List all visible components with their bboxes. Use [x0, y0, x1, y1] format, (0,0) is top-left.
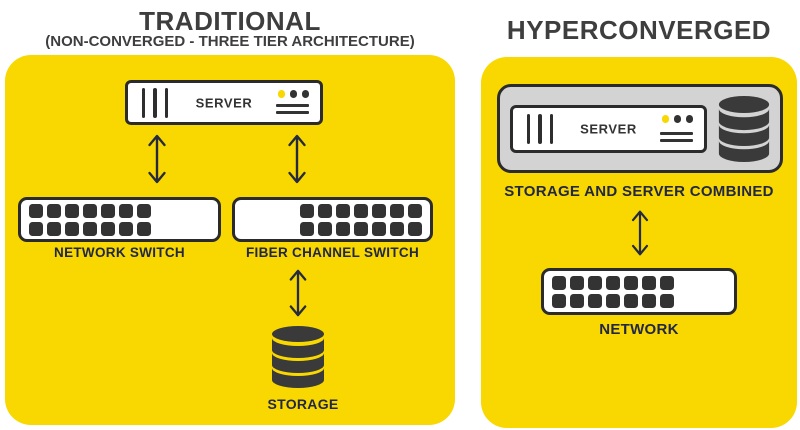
combined-appliance-box: SERVER: [497, 84, 783, 173]
double-arrow-icon: [286, 132, 308, 186]
network-switch-box: [541, 268, 737, 315]
server-drive-bars-icon: [660, 131, 693, 142]
double-arrow-icon: [287, 267, 309, 319]
server-vent-lines-icon: [527, 114, 554, 144]
server-chassis: SERVER: [510, 105, 707, 153]
server-chassis: SERVER: [125, 80, 323, 125]
storage-label: STORAGE: [267, 396, 339, 412]
fiber-channel-switch-label: FIBER CHANNEL SWITCH: [246, 245, 419, 260]
hyperconverged-title: HYPERCONVERGED: [506, 15, 772, 45]
server-label: SERVER: [580, 121, 637, 137]
switch-ports-icon: [552, 275, 674, 308]
network-label: NETWORK: [599, 321, 679, 338]
network-switch-box: [18, 197, 221, 242]
combined-label: STORAGE AND SERVER COMBINED: [504, 183, 774, 200]
double-arrow-icon: [629, 208, 651, 258]
traditional-title: TRADITIONAL: [139, 6, 321, 36]
database-icon: [718, 96, 770, 162]
double-arrow-icon: [146, 132, 168, 186]
server-status-lights-icon: [661, 115, 693, 123]
server-vent-lines-icon: [142, 87, 169, 118]
database-icon: [272, 326, 324, 388]
hyperconverged-panel: SERVER STORAGE AND SERVER COMBINED NETWO…: [481, 57, 797, 428]
server-label: SERVER: [195, 95, 253, 110]
switch-ports-icon: [29, 203, 151, 236]
traditional-subtitle: (NON-CONVERGED - THREE TIER ARCHITECTURE…: [45, 33, 415, 50]
server-drive-bars-icon: [276, 103, 309, 114]
traditional-panel: SERVER NETWORK SWITCH FIBER CHANNEL SWIT…: [5, 55, 455, 425]
server-status-lights-icon: [277, 90, 309, 98]
network-switch-label: NETWORK SWITCH: [54, 245, 185, 260]
fiber-channel-switch-box: [232, 197, 433, 242]
switch-ports-icon: [300, 203, 422, 236]
